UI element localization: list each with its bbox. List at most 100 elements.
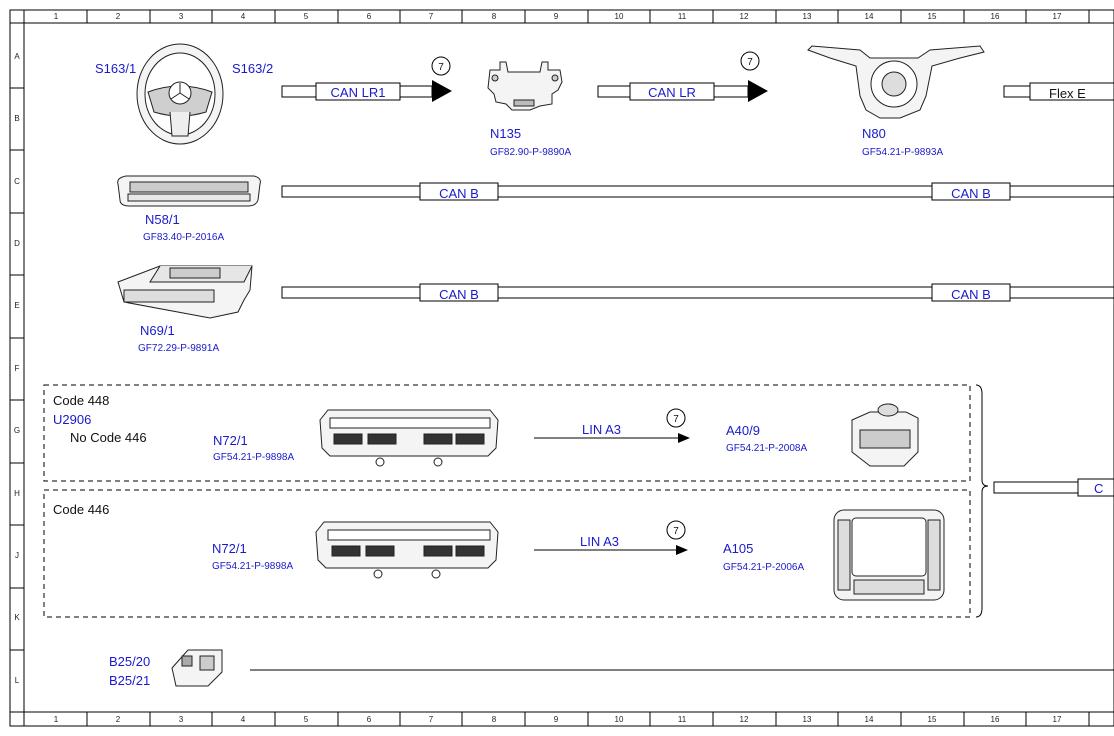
- steering-left-label: S163/1: [95, 61, 136, 76]
- col-label: 1: [54, 12, 59, 21]
- n58-id: N58/1: [145, 212, 180, 227]
- col-label: 10: [615, 715, 624, 724]
- code-446-box: [43, 489, 971, 618]
- bus-label: CAN B: [439, 287, 479, 302]
- u2906-label: U2906: [53, 412, 91, 427]
- bus-can-b-upper: CAN B CAN B: [281, 182, 1114, 201]
- row-label: E: [14, 301, 19, 310]
- col-label: 5: [304, 12, 309, 21]
- marker-7: 7: [740, 51, 760, 71]
- col-label: 13: [803, 12, 812, 21]
- col-label: 3: [179, 715, 184, 724]
- n135-ref: GF82.90-P-9890A: [490, 147, 571, 158]
- col-label: 10: [615, 12, 624, 21]
- climate-panel-upper-icon: [319, 409, 499, 467]
- col-label: 11: [678, 12, 687, 21]
- frame-outer: [9, 9, 1114, 727]
- bus-label: CAN LR1: [331, 85, 386, 100]
- module-n135-icon: [487, 61, 563, 111]
- col-label: 15: [928, 715, 937, 724]
- col-label: 8: [492, 715, 497, 724]
- row-label: F: [15, 364, 20, 373]
- ruler-top: 1 2 3 4 5 6 7 8 9 10 11 12 13 14 15 16 1…: [23, 10, 1090, 23]
- marker-label: 7: [747, 57, 753, 68]
- ruler-bottom: 1 2 3 4 5 6 7 8 9 10 11 12 13 14 15 16 1…: [23, 712, 1090, 726]
- a40-ref: GF54.21-P-2008A: [726, 443, 807, 454]
- n72-upper-ref: GF54.21-P-9898A: [213, 452, 294, 463]
- col-label: 6: [367, 12, 372, 21]
- row-label: K: [14, 613, 20, 622]
- b25-20-label: B25/20: [109, 654, 150, 669]
- col-label: 6: [367, 715, 372, 724]
- col-label: 5: [304, 715, 309, 724]
- bus-can-b-lower: CAN B CAN B: [281, 283, 1114, 302]
- col-label: 7: [429, 12, 434, 21]
- col-label: 17: [1053, 12, 1062, 21]
- row-label: C: [14, 177, 20, 186]
- marker-7: 7: [666, 408, 686, 428]
- marker-label: 7: [438, 62, 444, 73]
- col-label: 12: [740, 12, 749, 21]
- marker-label: 7: [673, 414, 679, 425]
- bus-label: C: [1094, 481, 1103, 496]
- col-label: 2: [116, 12, 121, 21]
- bus-label: CAN LR: [648, 85, 696, 100]
- col-label: 4: [241, 12, 246, 21]
- row-label: J: [15, 551, 19, 560]
- col-label: 3: [179, 12, 184, 21]
- col-label: 9: [554, 12, 559, 21]
- bus-label: CAN B: [951, 186, 991, 201]
- bus-can-lr1: CAN LR1: [281, 80, 452, 102]
- a105-ref: GF54.21-P-2006A: [723, 562, 804, 573]
- col-label: 2: [116, 715, 121, 724]
- n69-id: N69/1: [140, 323, 175, 338]
- n58-ref: GF83.40-P-2016A: [143, 232, 224, 243]
- col-label: 4: [241, 715, 246, 724]
- col-label: 7: [429, 715, 434, 724]
- row-label: B: [14, 114, 19, 123]
- bus-lin-upper: LIN A3: [534, 422, 690, 443]
- marker-7: 7: [666, 520, 686, 540]
- bus-label: LIN A3: [580, 534, 619, 549]
- bus-right-edge: C: [993, 478, 1114, 497]
- col-label: 14: [865, 715, 874, 724]
- bus-label: Flex E: [1049, 86, 1086, 101]
- n72-lower-ref: GF54.21-P-9898A: [212, 561, 293, 572]
- code-446-label: Code 446: [53, 502, 109, 517]
- col-label: 1: [54, 715, 59, 724]
- b25-21-label: B25/21: [109, 673, 150, 688]
- bus-can-lr: CAN LR: [597, 80, 768, 102]
- col-label: 8: [492, 12, 497, 21]
- n72-lower-id: N72/1: [212, 541, 247, 556]
- bus-lin-lower: LIN A3: [534, 534, 688, 555]
- col-label: 9: [554, 715, 559, 724]
- sensor-b25-icon: [171, 649, 223, 687]
- climate-panel-lower-icon: [315, 521, 499, 579]
- a105-id: A105: [723, 541, 753, 556]
- col-label: 16: [991, 715, 1000, 724]
- steering-right-label: S163/2: [232, 61, 273, 76]
- code-448-label: Code 448: [53, 393, 109, 408]
- row-label: A: [14, 52, 20, 61]
- col-label: 12: [740, 715, 749, 724]
- brace: [975, 384, 989, 618]
- col-label: 11: [678, 715, 687, 724]
- frame-inner: [23, 22, 1114, 713]
- col-label: 17: [1053, 715, 1062, 724]
- col-label: 13: [803, 715, 812, 724]
- bus-label: CAN B: [439, 186, 479, 201]
- row-label: G: [14, 426, 20, 435]
- ruler-left: A B C D E F G H J K L: [10, 22, 24, 713]
- module-a40-icon: [851, 403, 919, 467]
- code-448-box: [43, 384, 971, 482]
- marker-label: 7: [673, 526, 679, 537]
- module-n58-icon: [117, 175, 261, 207]
- col-label: 15: [928, 12, 937, 21]
- marker-7: 7: [431, 56, 451, 76]
- n69-ref: GF72.29-P-9891A: [138, 343, 219, 354]
- row-label: H: [14, 489, 20, 498]
- n135-id: N135: [490, 126, 521, 141]
- bus-label: LIN A3: [582, 422, 621, 437]
- row-label: L: [15, 676, 20, 685]
